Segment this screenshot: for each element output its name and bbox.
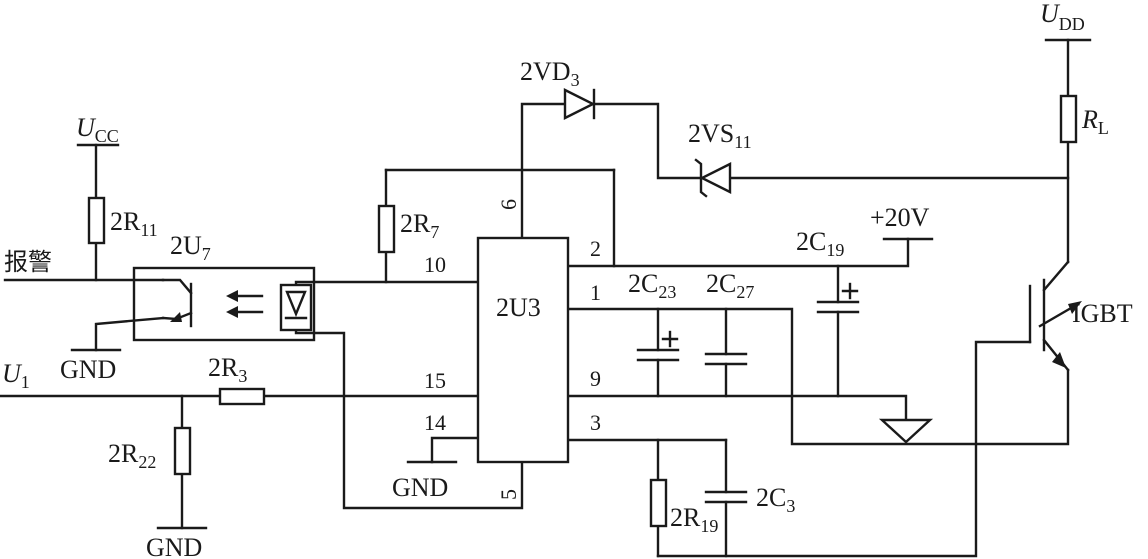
diode-2vd3	[563, 88, 596, 120]
label-2c3: 2C3	[756, 483, 795, 516]
capacitor-2c27	[704, 352, 748, 366]
label-2u3: 2U3	[496, 293, 541, 322]
label-2c27: 2C27	[706, 269, 754, 302]
label-gnd-r22: GND	[146, 533, 202, 559]
label-gnd-optocoupler: GND	[60, 355, 116, 384]
pin-3: 3	[590, 410, 601, 435]
capacitor-2c3	[704, 490, 748, 504]
pin-14: 14	[424, 410, 446, 435]
ic-2u3	[476, 236, 570, 464]
capacitors	[636, 282, 860, 504]
label-u1: U1	[2, 359, 30, 392]
ground-triangle-symbol	[878, 418, 934, 444]
label-udd: UDD	[1040, 0, 1085, 34]
optocoupler-2u7	[132, 266, 316, 342]
pin-9: 9	[590, 366, 601, 391]
zener-2vs11	[694, 158, 732, 198]
pin-5: 5	[496, 489, 521, 500]
label-plus20v: +20V	[870, 203, 930, 232]
label-ucc: UCC	[76, 113, 119, 146]
label-2c19: 2C19	[796, 227, 844, 260]
label-gnd-pin14: GND	[392, 473, 448, 502]
capacitor-2c23	[636, 330, 680, 362]
pin-2: 2	[590, 236, 601, 261]
label-2c23: 2C23	[628, 269, 676, 302]
label-2r19: 2R19	[670, 503, 718, 536]
label-2r11: 2R11	[110, 207, 158, 240]
label-rl: RL	[1081, 105, 1109, 138]
resistor-2r3	[218, 387, 266, 406]
label-2vd3: 2VD3	[520, 57, 580, 90]
label-igbt: IGBT	[1072, 299, 1133, 328]
pin-15: 15	[424, 368, 446, 393]
capacitor-2c19	[816, 282, 860, 314]
label-2r22: 2R22	[108, 439, 156, 472]
label-2r3: 2R3	[208, 353, 247, 386]
resistor-2r19	[649, 478, 668, 528]
label-2r7: 2R7	[400, 209, 439, 242]
pin-1: 1	[590, 280, 601, 305]
resistor-rl	[1059, 94, 1078, 144]
pin-10: 10	[424, 252, 446, 277]
resistor-2r11	[87, 196, 106, 245]
igbt-transistor	[1028, 260, 1082, 372]
resistor-2r22	[173, 426, 192, 476]
label-alarm: 报警	[4, 248, 52, 276]
resistor-2r7	[377, 204, 396, 254]
label-2u7: 2U7	[170, 231, 211, 264]
pin-6: 6	[496, 199, 521, 210]
resistors	[87, 94, 1078, 528]
label-2vs11: 2VS11	[688, 119, 752, 152]
